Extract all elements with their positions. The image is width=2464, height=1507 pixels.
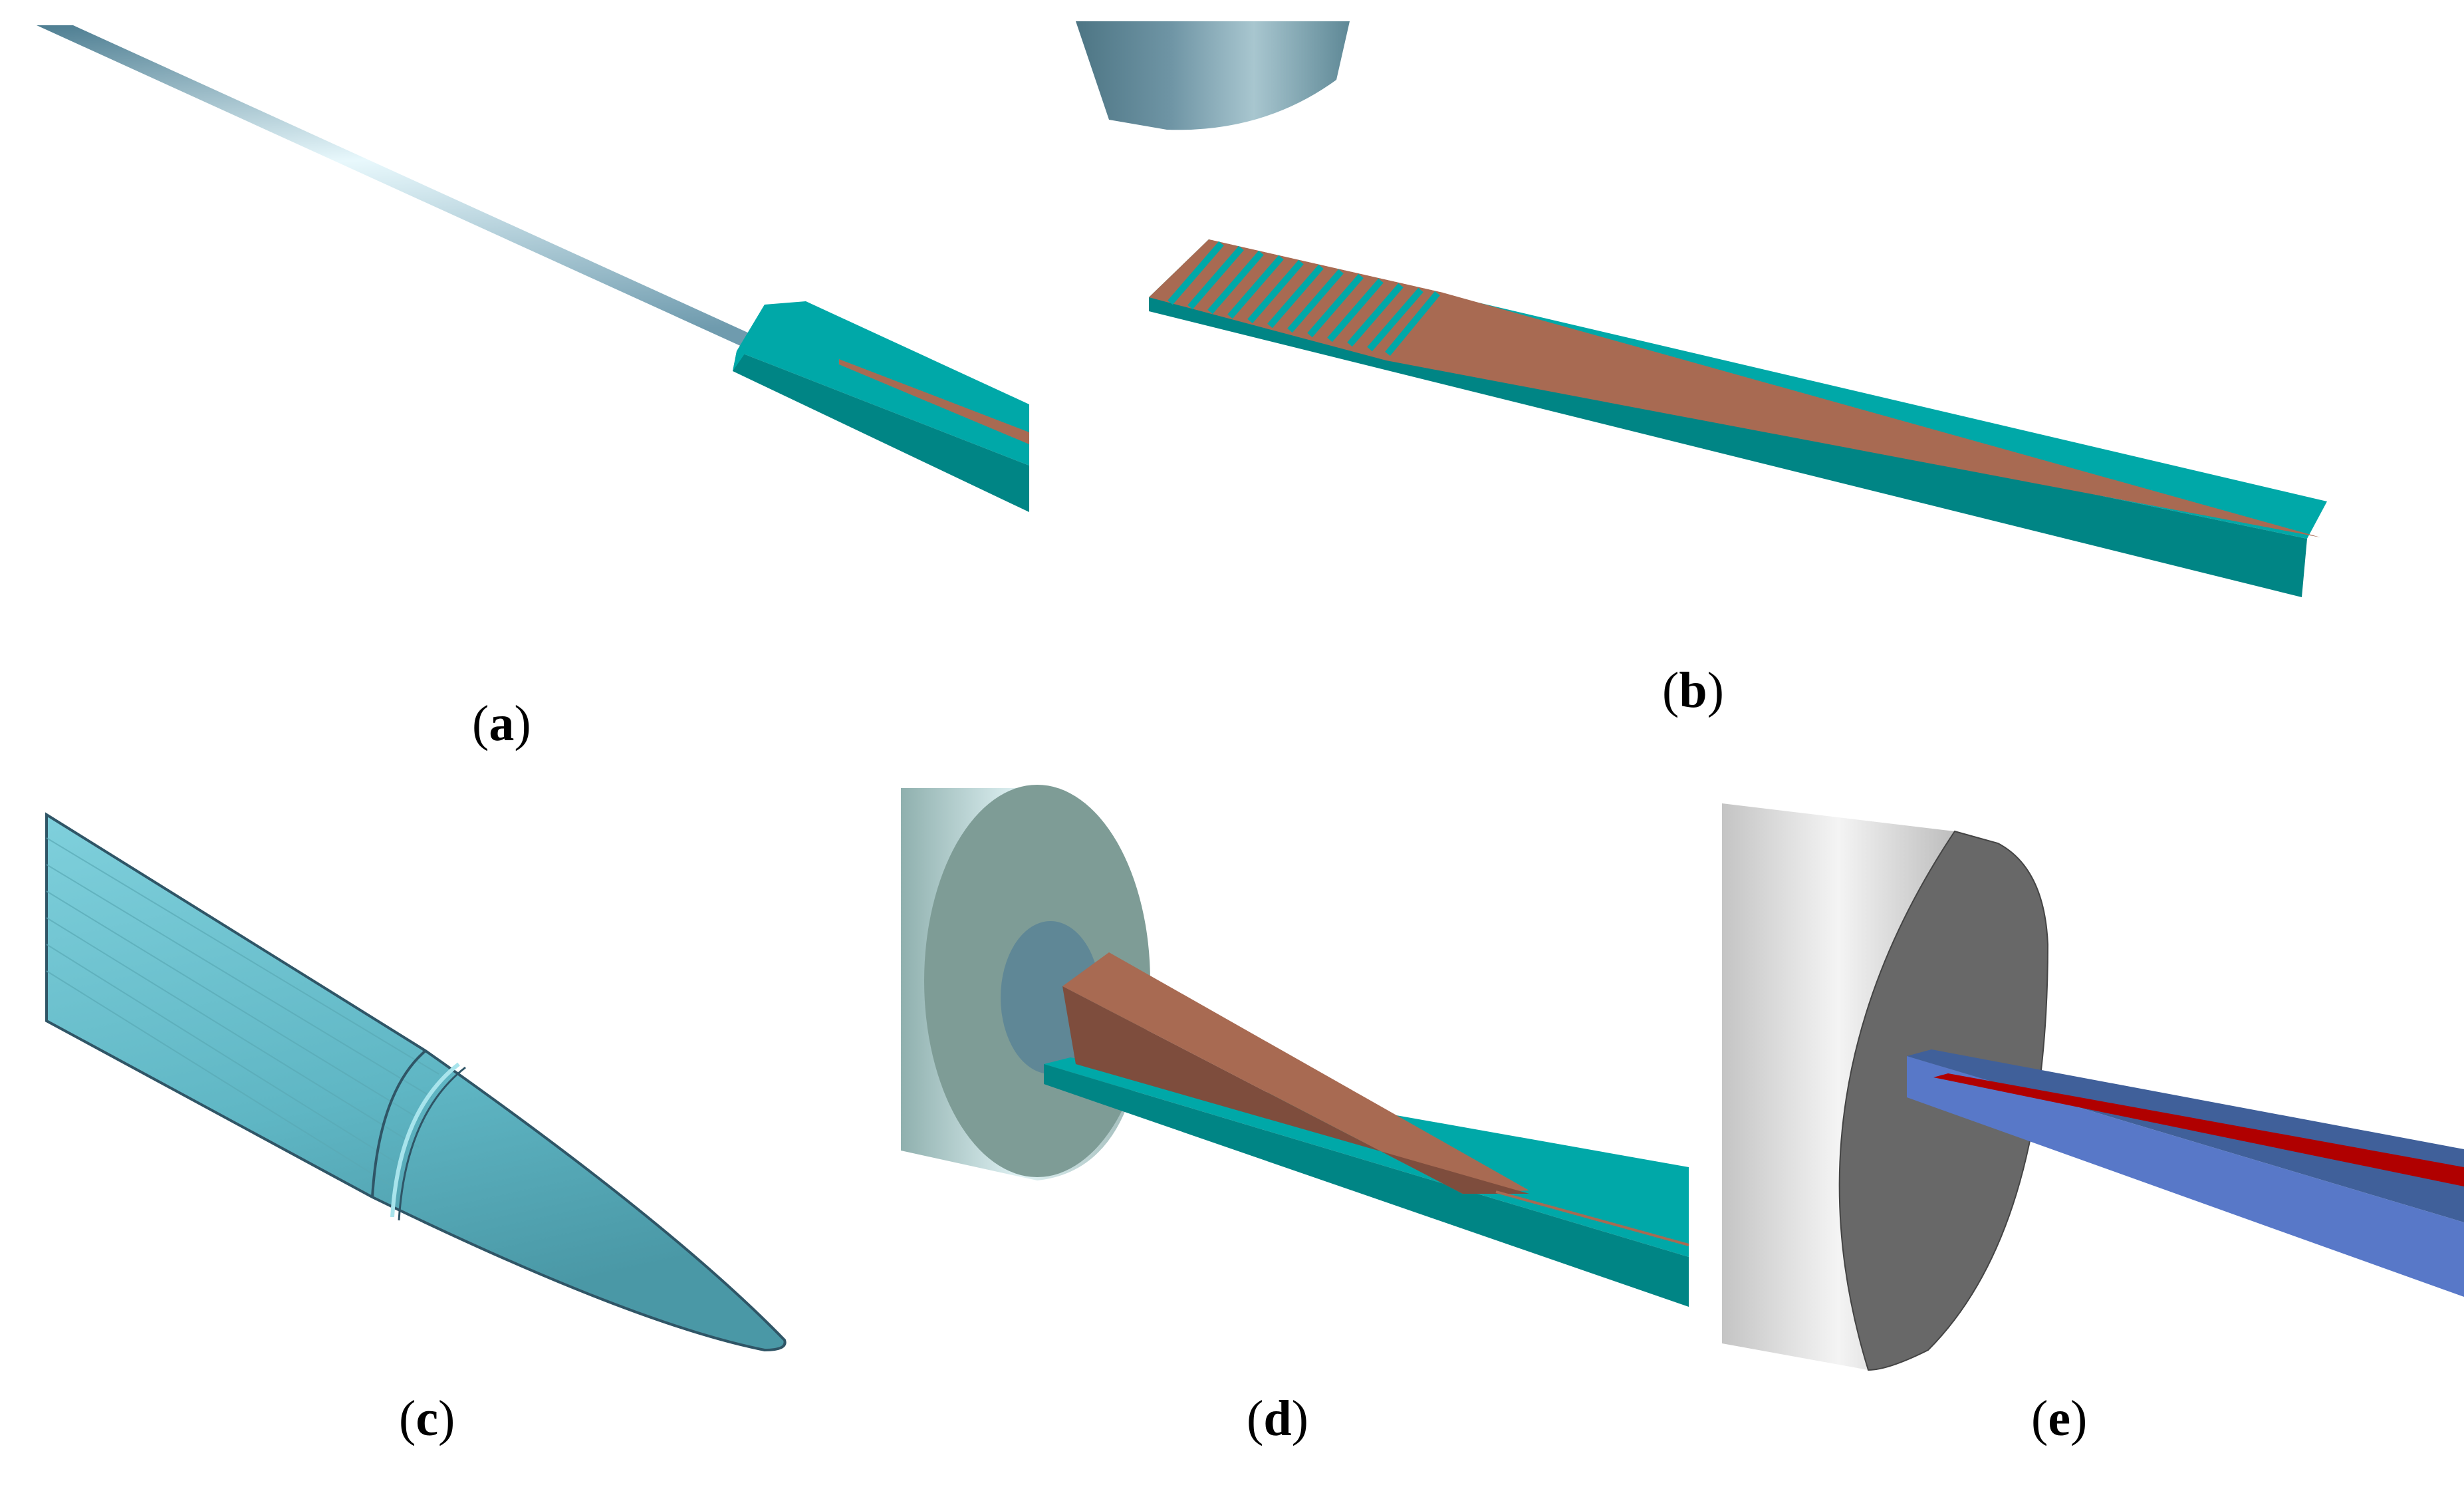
panel-a-label: (a)	[472, 696, 531, 752]
substrate-edge	[733, 305, 766, 371]
panel-c-illustration	[45, 812, 787, 1352]
cone-facets	[46, 837, 439, 1191]
panel-c-label: (c)	[399, 1391, 455, 1446]
cone-ring	[371, 1049, 427, 1198]
cone-body	[45, 812, 787, 1352]
panel-b-label: (b)	[1662, 662, 1724, 718]
copper-waveguide	[839, 359, 1029, 444]
substrate-front	[733, 351, 1029, 512]
substrate-b-front	[1149, 297, 2307, 597]
panel-b-illustration	[1076, 21, 2327, 597]
grating	[1168, 241, 1440, 356]
red-core	[1933, 1073, 2464, 1186]
substrate-top	[737, 301, 1029, 466]
tapered-fiber	[37, 25, 818, 364]
blue-waveguide-front	[1907, 1056, 2464, 1297]
panel-d-illustration	[901, 785, 1689, 1307]
panel-d-label: (d)	[1247, 1391, 1308, 1446]
substrate-d-top	[1044, 1057, 1689, 1257]
taper-core	[1495, 1190, 1689, 1246]
panel-e-label: (e)	[2031, 1391, 2088, 1446]
copper-taper	[1209, 239, 2320, 537]
cone-ring-edge	[398, 1066, 466, 1221]
grey-cylinder-side	[1722, 803, 1955, 1370]
panel-a-illustration	[37, 25, 1029, 512]
panel-e-illustration	[1722, 803, 2464, 1371]
cylinder-top	[1076, 21, 1350, 130]
cone-ring-inner	[390, 1062, 460, 1218]
substrate-d-front	[1044, 1064, 1689, 1307]
taper-top	[1062, 952, 1529, 1194]
